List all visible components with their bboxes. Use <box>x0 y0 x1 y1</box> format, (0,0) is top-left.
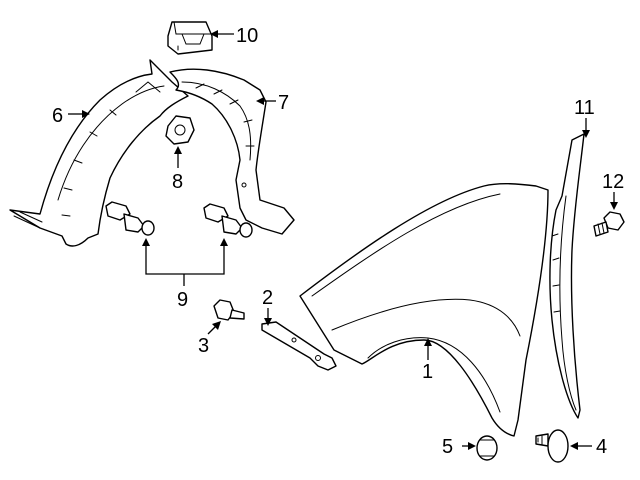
callout-11: 11 <box>574 97 595 119</box>
callout-9: 9 <box>177 289 188 311</box>
clip-part <box>167 21 213 55</box>
callout-3: 3 <box>198 335 209 357</box>
callout-6: 6 <box>52 105 63 127</box>
push-clip-b <box>203 203 253 238</box>
callout-4: 4 <box>596 436 607 458</box>
callout-5: 5 <box>442 436 453 458</box>
callout-10: 10 <box>236 25 258 47</box>
bracket-part <box>261 321 337 371</box>
callout-2: 2 <box>262 287 273 309</box>
callout-12: 12 <box>602 171 624 193</box>
push-clip-a <box>105 201 155 236</box>
callout-7: 7 <box>278 92 289 114</box>
washer-bolt-part <box>535 429 569 463</box>
nut-part <box>165 115 195 145</box>
callout-1: 1 <box>422 361 433 383</box>
bolt-part <box>213 299 245 321</box>
screw-part <box>593 211 625 237</box>
fender-panel <box>299 183 549 437</box>
fender-liner-left <box>9 59 189 247</box>
pillar-seal <box>549 133 585 419</box>
fender-liner-right <box>169 68 295 235</box>
callout-8: 8 <box>172 171 183 193</box>
leader-lines <box>68 30 618 450</box>
flange-nut-part <box>476 435 498 461</box>
callout-labels: 10 7 6 8 9 11 12 3 2 1 5 4 <box>52 25 624 458</box>
